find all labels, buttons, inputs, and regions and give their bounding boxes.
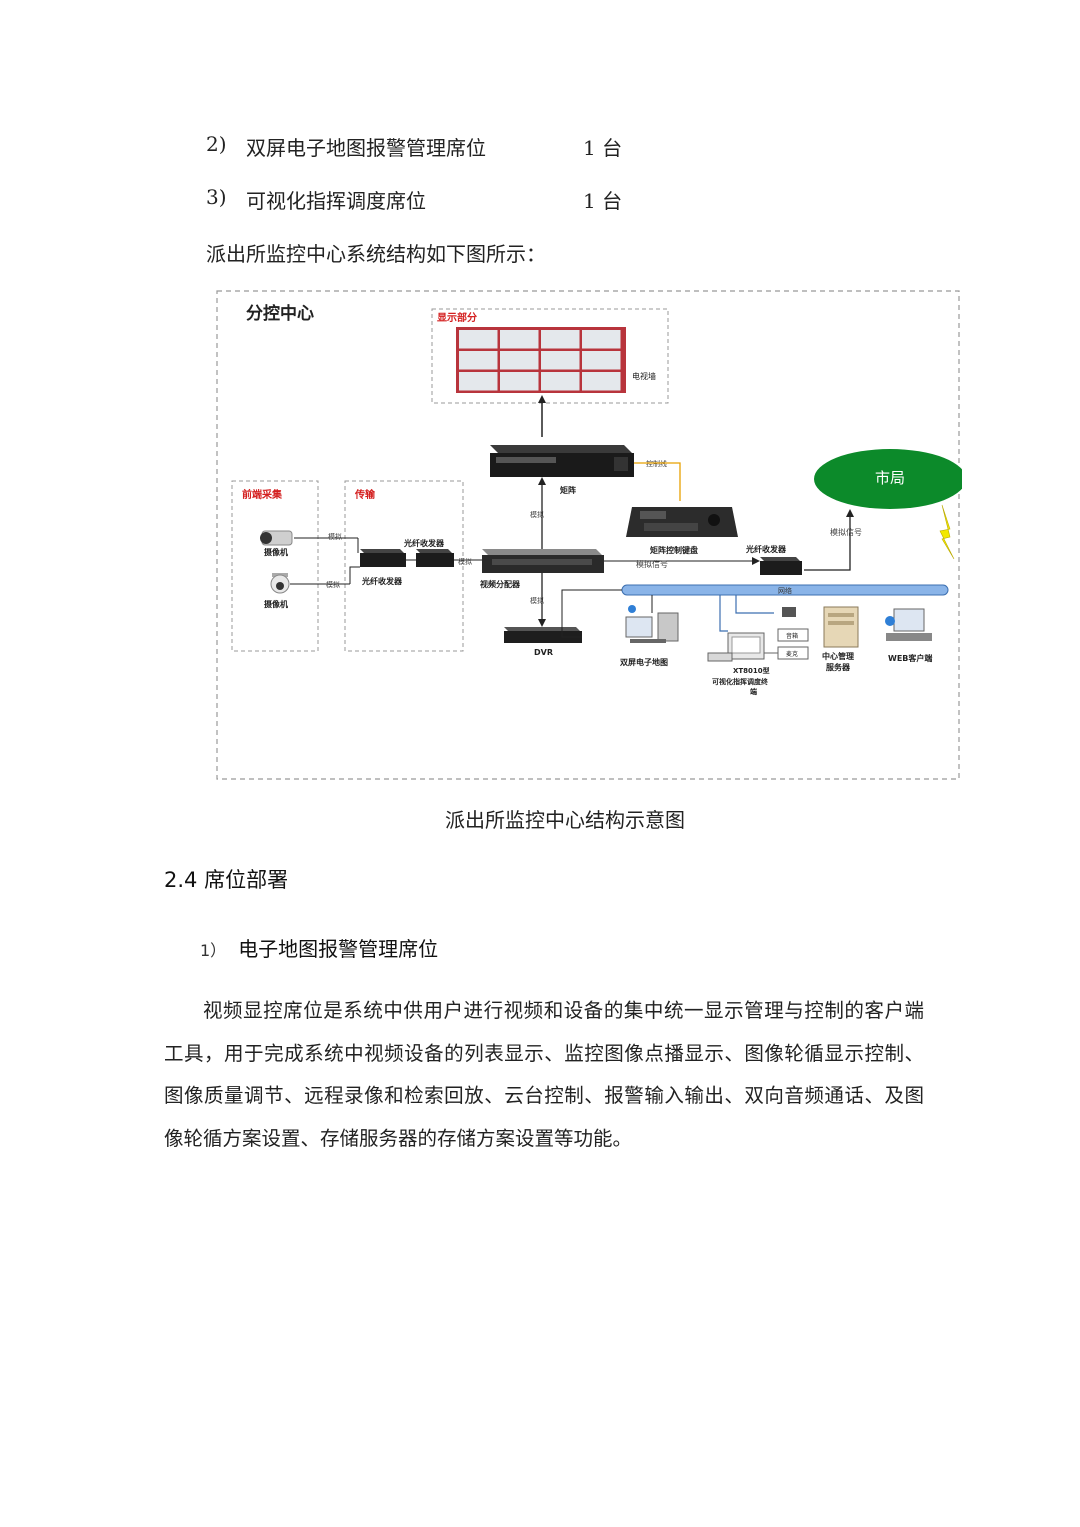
tv-screen: [459, 351, 498, 370]
analog-label: 模拟: [326, 580, 340, 589]
analog-signal-label: 模拟信号: [830, 527, 862, 537]
transmission-label: 传输: [354, 488, 376, 501]
section-title: 2.4 席位部署: [164, 868, 289, 892]
fiber-transceiver-label: 光纤收发器: [745, 544, 787, 554]
arrow-head: [538, 395, 546, 403]
analog-label: 模拟: [530, 510, 544, 519]
tv-wall-label: 电视墙: [632, 371, 656, 381]
analog-label: 模拟: [328, 532, 342, 541]
audio-box: [777, 628, 809, 642]
server-icon: [823, 606, 859, 648]
item-text: 可视化指挥调度席位: [246, 189, 426, 213]
server-label: 中心管理: [822, 651, 854, 661]
camera-icon: [782, 607, 796, 617]
arrow-head: [538, 477, 546, 485]
city-bureau-node: [814, 449, 962, 509]
tv-screen: [500, 372, 539, 391]
subsection-title: 1） 电子地图报警管理席位: [200, 933, 438, 962]
tv-screen: [500, 351, 539, 370]
diagram-frame: [216, 290, 960, 780]
item-number: 2): [206, 132, 227, 156]
tv-screen: [459, 330, 498, 349]
matrix-device: [490, 445, 634, 477]
analog-signal-label: 模拟信号: [636, 559, 668, 569]
tv-screen: [582, 372, 621, 391]
fiber-transceiver-label: 光纤收发器: [403, 538, 445, 548]
item-text: 双屏电子地图报警管理席位: [246, 136, 486, 160]
camera-icon: [260, 530, 293, 546]
tv-screen: [541, 351, 580, 370]
tv-screen: [500, 330, 539, 349]
workstation-icon: [625, 605, 679, 643]
tv-screen: [459, 372, 498, 391]
server-label: 服务器: [826, 662, 851, 672]
camera-label: 摄像机: [264, 547, 288, 557]
dome-camera-icon: [270, 573, 290, 594]
web-client-icon: [885, 608, 932, 641]
terminal-label: 端: [750, 687, 757, 696]
mic-label: 麦克: [786, 650, 798, 658]
arrow-head: [846, 509, 854, 517]
arrow-head: [538, 619, 546, 627]
fiber-transceiver-icon: [760, 557, 802, 575]
item-quantity: 1 台: [583, 189, 623, 213]
intro-text: 派出所监控中心系统结构如下图所示：: [206, 242, 546, 266]
tv-screen: [582, 351, 621, 370]
arrow-head: [752, 557, 760, 565]
control-line: [634, 462, 681, 501]
video-distributor-label: 视频分配器: [480, 579, 521, 589]
lightning-icon: [939, 504, 955, 560]
terminal-label: 可视化指挥调度终: [712, 677, 769, 686]
subsection-number: 1）: [200, 941, 227, 960]
tv-screen: [582, 330, 621, 349]
fiber-transceiver-label: 光纤收发器: [361, 576, 403, 586]
body-paragraph: 视频显控席位是系统中供用户进行视频和设备的集中统一显示管理与控制的客户端工具，用…: [164, 999, 924, 1150]
camera-label: 摄像机: [264, 599, 288, 609]
front-end-label: 前端采集: [242, 488, 283, 501]
subsection-text: 电子地图报警管理席位: [238, 937, 439, 961]
display-section-box: [431, 308, 669, 404]
analog-label: 模拟: [458, 557, 472, 566]
link-line: [561, 589, 622, 638]
dvr-icon: [504, 627, 582, 643]
dual-map-label: 双屏电子地图: [620, 657, 668, 667]
web-client-label: WEB客户端: [888, 653, 932, 663]
city-bureau-label: 市局: [875, 469, 905, 487]
tv-screen: [541, 330, 580, 349]
terminal-label: XT8010型: [733, 666, 770, 675]
network-label: 网络: [778, 586, 792, 595]
item-quantity: 1 台: [583, 136, 623, 160]
matrix-keyboard: [626, 507, 738, 537]
analog-label: 模拟: [530, 596, 544, 605]
tv-screen: [541, 372, 580, 391]
terminal-icon: [707, 632, 765, 662]
link-line: [349, 566, 360, 584]
link-line: [804, 515, 851, 571]
item-number: 3): [206, 185, 227, 209]
fiber-transceiver-icon: [416, 549, 454, 567]
audio-label: 音箱: [786, 632, 798, 640]
front-end-box: [231, 480, 319, 652]
matrix-label: 矩阵: [559, 485, 576, 495]
dvr-label: DVR: [534, 648, 553, 657]
matrix-keyboard-label: 矩阵控制键盘: [649, 545, 698, 555]
figure-caption: 派出所监控中心结构示意图: [445, 808, 685, 832]
diagram-title: 分控中心: [246, 303, 314, 324]
transmission-box: [344, 480, 464, 652]
fiber-transceiver-icon: [360, 549, 406, 567]
system-diagram: 分控中心 显示部分 电视墙 矩阵 控制线 矩阵控制键盘 市局 模拟信号 前端采集…: [216, 290, 962, 780]
video-distributor-icon: [482, 549, 604, 573]
link-line: [735, 595, 774, 614]
tv-wall: [456, 327, 626, 393]
link-line: [719, 595, 728, 632]
display-section-label: 显示部分: [437, 311, 477, 324]
